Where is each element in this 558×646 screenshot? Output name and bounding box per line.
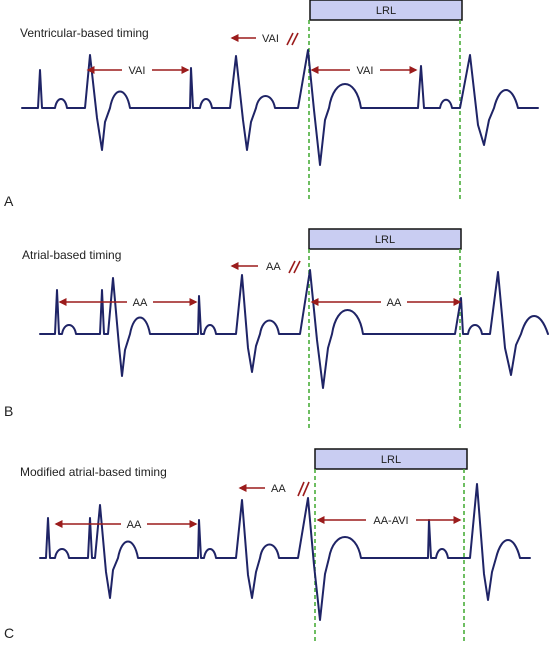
- panel-title: Atrial-based timing: [22, 248, 121, 262]
- lrl-label: LRL: [375, 234, 395, 246]
- lrl-label: LRL: [381, 454, 401, 466]
- reset-mark: [293, 260, 301, 274]
- panel-letter: C: [4, 625, 14, 641]
- interval-label: AA: [387, 297, 402, 309]
- ecg-trace: [39, 269, 549, 389]
- interval-label: AA: [133, 297, 148, 309]
- retrograde-label: AA: [271, 483, 286, 495]
- panel-a: LRL Ventricular-based timing VAI VAI VAI…: [4, 0, 539, 209]
- panel-title: Modified atrial-based timing: [20, 465, 167, 479]
- panel-letter: B: [4, 403, 13, 419]
- panel-c: LRL Modified atrial-based timing AA AA-A…: [4, 448, 531, 644]
- reset-mark: [291, 32, 299, 46]
- panel-letter: A: [4, 193, 14, 209]
- reset-mark: [302, 481, 310, 497]
- lrl-box: [309, 0, 463, 21]
- reset-mark: [297, 481, 305, 497]
- retrograde-label: AA: [266, 261, 281, 273]
- panel-b: LRL Atrial-based timing AA AA AA B: [4, 228, 549, 430]
- interval-label: AA-AVI: [373, 515, 408, 527]
- panel-title: Ventricular-based timing: [20, 26, 149, 40]
- reset-mark: [288, 260, 296, 274]
- lrl-label: LRL: [376, 5, 396, 17]
- interval-label: VAI: [129, 65, 146, 77]
- ecg-trace: [21, 49, 539, 166]
- lrl-box: [308, 228, 462, 250]
- interval-label: VAI: [357, 65, 374, 77]
- retrograde-label: VAI: [262, 33, 279, 45]
- reset-mark: [286, 32, 294, 46]
- ecg-trace: [39, 483, 531, 621]
- lrl-box: [314, 448, 468, 470]
- interval-label: AA: [127, 519, 142, 531]
